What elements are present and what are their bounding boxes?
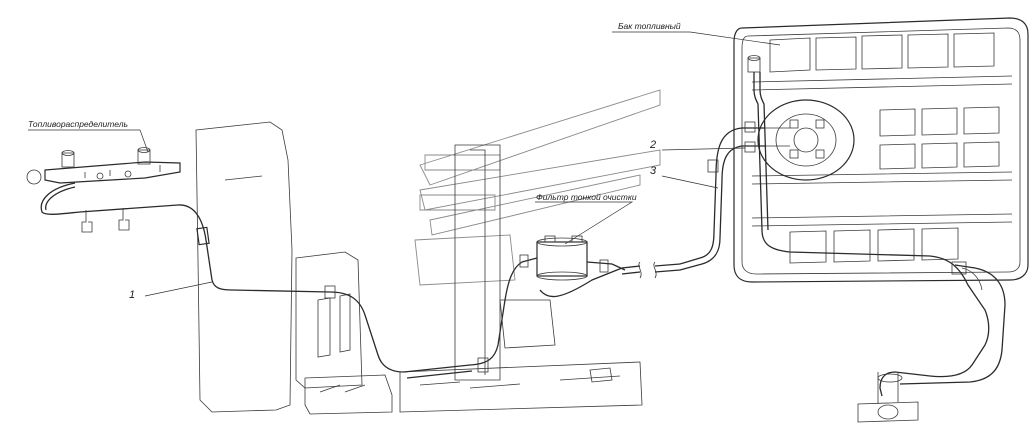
- callout-3: 3: [650, 165, 657, 177]
- pipe-break-marks: [621, 261, 681, 279]
- cab-outline: [195, 121, 293, 413]
- central-frame-ghost: [399, 89, 661, 413]
- label-fuel-distributor: Топливораспределитель: [28, 119, 129, 129]
- callout-1: 1: [129, 289, 136, 301]
- pipe-2-3: [679, 121, 765, 271]
- pipe-1: [40, 182, 405, 373]
- leader-lines: [28, 31, 781, 297]
- pipe-center-run: [403, 254, 626, 379]
- pipe-clips: [81, 208, 130, 233]
- fine-filter: [536, 235, 588, 281]
- fuel-distributor-assembly: [26, 147, 181, 185]
- callout-2: 2: [650, 139, 657, 151]
- tank-drain-line: [753, 72, 1006, 423]
- fuel-tank: [733, 17, 1029, 283]
- left-frame-section: [295, 251, 393, 415]
- label-fine-filter: Фильтр тонкой очистки: [536, 192, 637, 202]
- label-fuel-tank: Бак топливный: [618, 21, 681, 31]
